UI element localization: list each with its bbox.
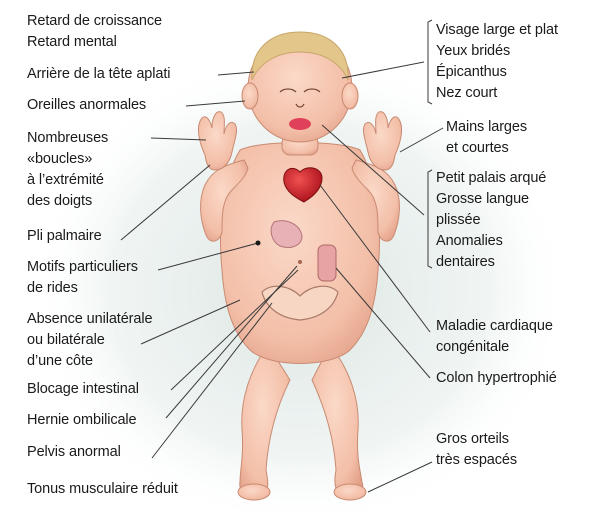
label-pli-palmaire: Pli palmaire — [27, 226, 102, 247]
label-orteils: Gros orteils très espacés — [436, 429, 517, 471]
label-text: Anomalies — [436, 231, 546, 252]
label-boucles: Nombreuses «boucles» à l’extrémité des d… — [27, 128, 108, 212]
label-absence-cote: Absence unilatérale ou bilatérale d’une … — [27, 309, 152, 372]
left-ear — [242, 83, 258, 109]
label-text: plissée — [436, 210, 546, 231]
label-hernie: Hernie ombilicale — [27, 410, 137, 431]
label-pelvis: Pelvis anormal — [27, 442, 121, 463]
label-oreilles: Oreilles anormales — [27, 95, 146, 116]
label-tonus: Tonus musculaire réduit — [27, 479, 178, 500]
label-text: Épicanthus — [436, 62, 558, 83]
label-arriere-tete: Arrière de la tête aplati — [27, 64, 170, 85]
label-text: congénitale — [436, 337, 553, 358]
label-text: des doigts — [27, 191, 108, 212]
label-text: Absence unilatérale — [27, 309, 152, 330]
label-text: Nez court — [436, 83, 558, 104]
label-text: Nombreuses — [27, 128, 108, 149]
heart-pointer-dot — [256, 241, 261, 246]
right-foot — [334, 484, 366, 500]
right-ear — [342, 83, 358, 109]
label-text: dentaires — [436, 252, 546, 273]
label-visage: Visage large et plat Yeux bridés Épicant… — [436, 20, 558, 104]
label-colon: Colon hypertrophié — [436, 368, 557, 389]
left-foot — [238, 484, 270, 500]
label-text: Retard de croissance — [27, 11, 162, 32]
label-mains: Mains larges et courtes — [446, 117, 527, 159]
label-text: Petit palais arqué — [436, 168, 546, 189]
label-text: ou bilatérale — [27, 330, 152, 351]
label-text: et courtes — [446, 138, 527, 159]
label-blocage: Blocage intestinal — [27, 379, 139, 400]
label-text: Visage large et plat — [436, 20, 558, 41]
mouth-tongue — [289, 118, 311, 130]
label-text: Maladie cardiaque — [436, 316, 553, 337]
label-text: Grosse langue — [436, 189, 546, 210]
navel — [298, 260, 302, 264]
label-text: Mains larges — [446, 117, 527, 138]
label-text: Retard mental — [27, 32, 162, 53]
label-text: Gros orteils — [436, 429, 517, 450]
label-text: à l’extrémité — [27, 170, 108, 191]
label-text: Motifs particuliers — [27, 257, 138, 278]
colon — [318, 245, 336, 281]
label-text: «boucles» — [27, 149, 108, 170]
label-text: très espacés — [436, 450, 517, 471]
label-palais: Petit palais arqué Grosse langue plissée… — [436, 168, 546, 273]
label-maladie-cardiaque: Maladie cardiaque congénitale — [436, 316, 553, 358]
label-retard-croissance: Retard de croissance Retard mental — [27, 11, 162, 53]
label-text: de rides — [27, 278, 138, 299]
label-motifs: Motifs particuliers de rides — [27, 257, 138, 299]
label-text: Yeux bridés — [436, 41, 558, 62]
label-text: d’une côte — [27, 351, 152, 372]
